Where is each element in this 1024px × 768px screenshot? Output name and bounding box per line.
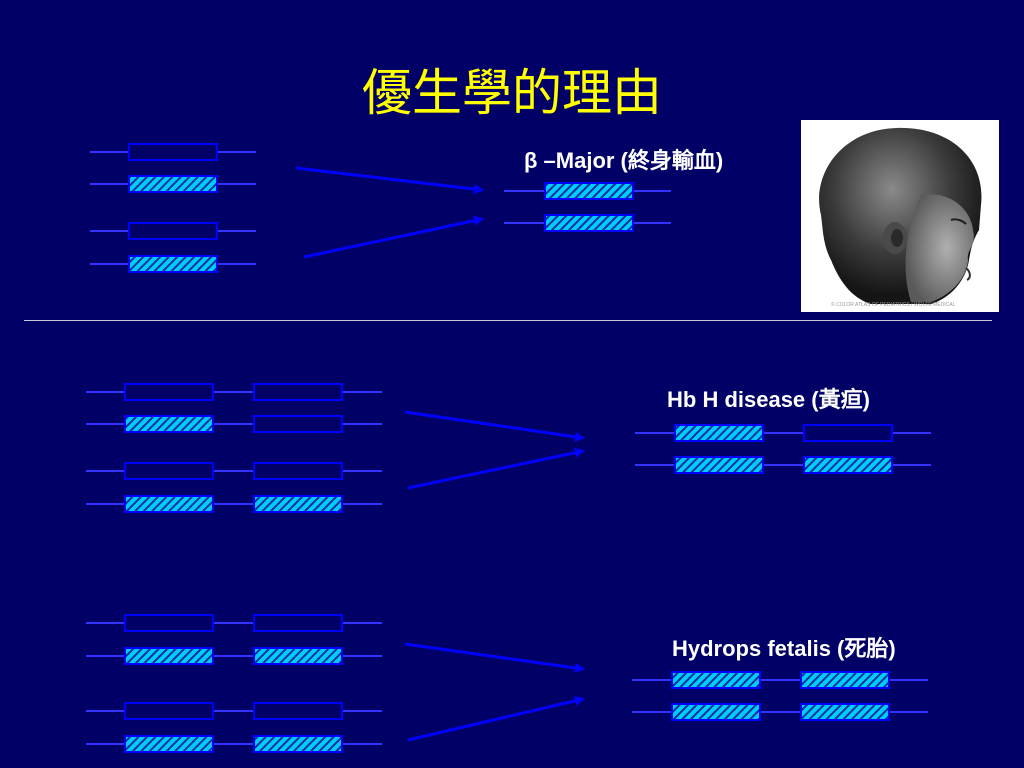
arrow-parent2-to-offspring <box>303 215 484 259</box>
hbh-offspring-chromosome-a <box>635 424 931 442</box>
hbh-arrow-parent1 <box>404 410 585 442</box>
normal-gene-box <box>124 462 214 480</box>
hbh-parent1-chromosome-a <box>86 383 382 401</box>
mutant-gene-box <box>800 671 890 689</box>
normal-gene-box <box>128 222 218 240</box>
normal-gene-box <box>124 614 214 632</box>
parent1-chromosome-a <box>90 143 256 161</box>
mutant-gene-box <box>128 175 218 193</box>
hydrops-parent2-chromosome-b <box>86 735 382 753</box>
hydrops-arrow-parent1 <box>404 642 585 673</box>
slide-title: 優生學的理由 <box>362 64 662 122</box>
hbh-arrow-parent2 <box>407 447 585 490</box>
mutant-gene-box <box>674 424 764 442</box>
normal-gene-box <box>253 462 343 480</box>
normal-gene-box <box>253 415 343 433</box>
hb-h-disease-label: Hb H disease (黃疸) <box>667 387 870 412</box>
normal-gene-box <box>803 424 893 442</box>
mutant-gene-box <box>128 255 218 273</box>
beta-major-label: β –Major (終身輸血) <box>524 148 724 173</box>
hbh-parent2-chromosome-a <box>86 462 382 480</box>
mutant-gene-box <box>124 415 214 433</box>
mutant-gene-box <box>803 456 893 474</box>
hydrops-arrow-parent2 <box>407 695 585 742</box>
arrow-parent1-to-offspring <box>295 166 484 195</box>
mutant-gene-box <box>124 735 214 753</box>
mutant-gene-box <box>253 647 343 665</box>
hbh-offspring-chromosome-b <box>635 456 931 474</box>
section-divider <box>24 320 992 321</box>
mutant-gene-box <box>124 495 214 513</box>
parent1-chromosome-b <box>90 175 256 193</box>
parent2-chromosome-a <box>90 222 256 240</box>
hydrops-fetalis-label: Hydrops fetalis (死胎) <box>672 636 896 661</box>
mutant-gene-box <box>253 495 343 513</box>
photo-caption: © COLOR ATLAS OF PEDIATRICS / WOLFE MEDI… <box>831 302 956 308</box>
hbh-parent2-chromosome-b <box>86 495 382 513</box>
mutant-gene-box <box>124 647 214 665</box>
hydrops-parent2-chromosome-a <box>86 702 382 720</box>
normal-gene-box <box>128 143 218 161</box>
mutant-gene-box <box>544 182 634 200</box>
mutant-gene-box <box>671 703 761 721</box>
hydrops-offspring-chromosome-b <box>632 703 928 721</box>
hydrops-offspring-chromosome-a <box>632 671 928 689</box>
offspring-chromosome-a <box>504 182 671 200</box>
patient-photo: © COLOR ATLAS OF PEDIATRICS / WOLFE MEDI… <box>801 120 999 312</box>
hydrops-parent1-chromosome-a <box>86 614 382 632</box>
child-profile-image <box>801 120 999 312</box>
mutant-gene-box <box>674 456 764 474</box>
normal-gene-box <box>124 702 214 720</box>
normal-gene-box <box>253 383 343 401</box>
normal-gene-box <box>124 383 214 401</box>
normal-gene-box <box>253 702 343 720</box>
parent2-chromosome-b <box>90 255 256 273</box>
mutant-gene-box <box>800 703 890 721</box>
normal-gene-box <box>253 614 343 632</box>
hydrops-parent1-chromosome-b <box>86 647 382 665</box>
mutant-gene-box <box>544 214 634 232</box>
hbh-parent1-chromosome-b <box>86 415 382 433</box>
mutant-gene-box <box>253 735 343 753</box>
offspring-chromosome-b <box>504 214 671 232</box>
mutant-gene-box <box>671 671 761 689</box>
